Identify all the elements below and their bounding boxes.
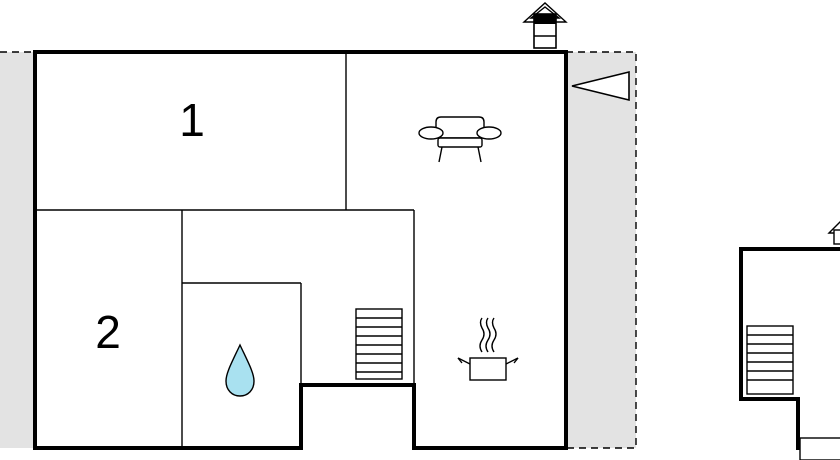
sofa-icon [418,116,502,163]
entrance-icon [522,2,568,49]
right-terrace [566,52,636,448]
left-terrace [0,52,35,448]
cooking-pot-icon [457,317,519,381]
second-stairs-icon [746,325,794,395]
second-entrance-icon [827,221,840,245]
room-number-2: 2 [95,306,121,358]
stairs-icon [355,308,403,380]
second-building-step [799,437,840,460]
view-direction-icon [571,70,630,102]
room-number-1: 1 [179,94,205,146]
main-building-outline [33,50,568,450]
water-drop-icon [225,343,255,397]
terrace-boundary [0,51,637,449]
